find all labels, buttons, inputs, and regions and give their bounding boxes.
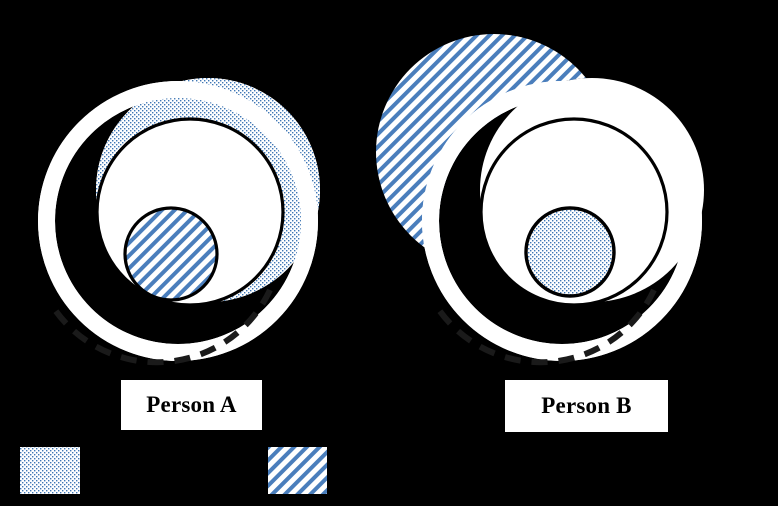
legend-dotted-swatch [20,447,80,494]
person-a-label-text: Person A [146,392,237,417]
person-b-label: Person B [505,380,668,432]
legend-striped-swatch [268,447,327,494]
person-b-small-circle [524,206,616,298]
person-a-label: Person A [121,380,262,430]
person-b-dashed-arc [437,288,657,366]
person-b-ring-band-top [422,81,702,361]
person-b-label-text: Person B [541,393,632,418]
